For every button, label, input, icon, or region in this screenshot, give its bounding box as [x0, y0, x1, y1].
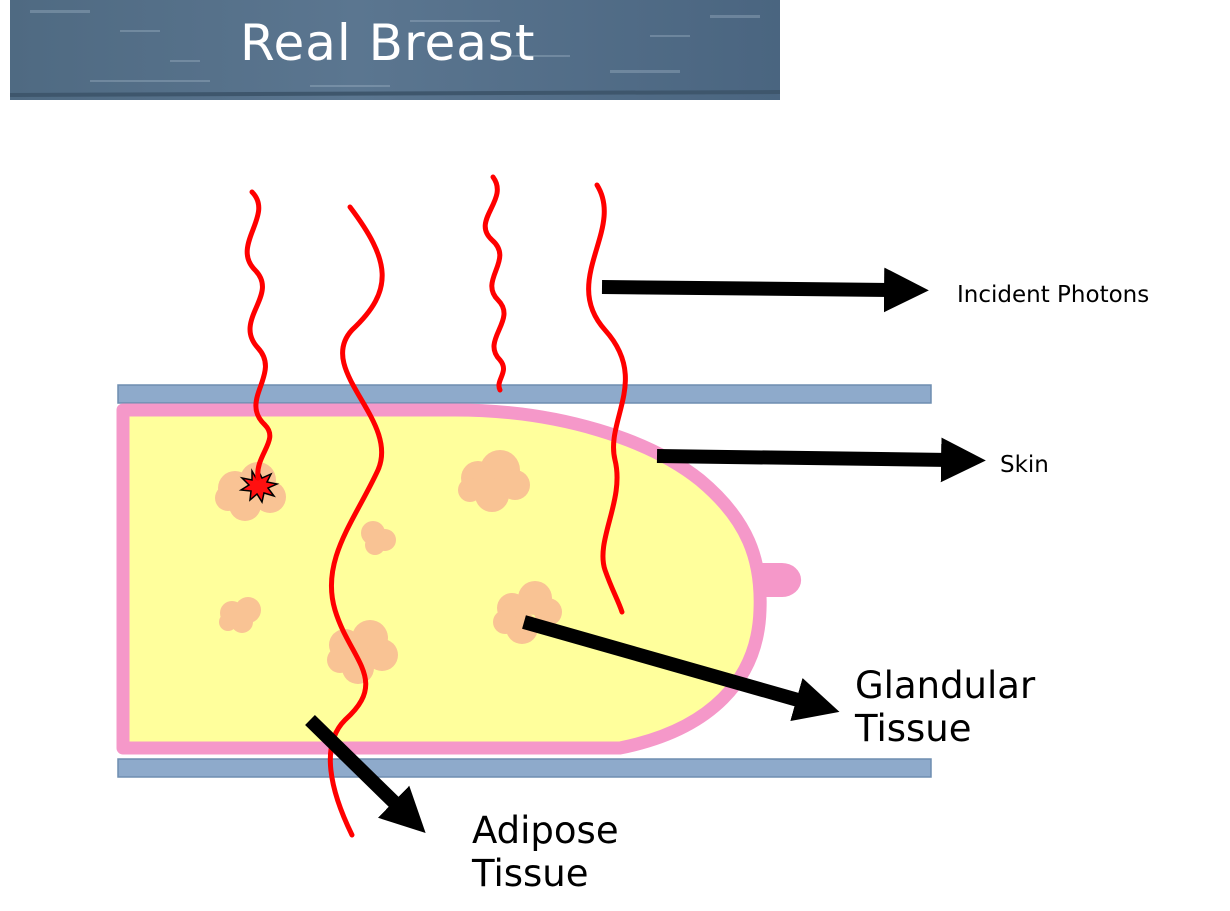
adipose-tissue-label: Adipose Tissue [472, 810, 619, 895]
adipose-label-line1: Adipose [472, 810, 619, 853]
incident-photons-arrow [602, 287, 893, 290]
skin-arrow [657, 456, 950, 460]
glandular-label-line1: Glandular [855, 665, 1035, 708]
glandular-tissue-label: Glandular Tissue [855, 665, 1035, 750]
adipose-label-line2: Tissue [472, 853, 619, 896]
glandular-label-line2: Tissue [855, 708, 1035, 751]
photon-line [485, 177, 504, 390]
top-compression-plate [118, 385, 931, 403]
skin-label: Skin [1000, 452, 1049, 478]
bottom-compression-plate [118, 759, 931, 777]
incident-photons-label: Incident Photons [957, 282, 1149, 308]
